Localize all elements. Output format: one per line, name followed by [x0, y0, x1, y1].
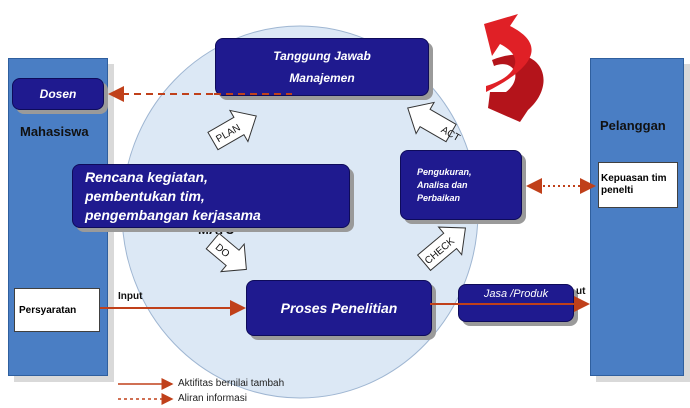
output-label: ut [576, 286, 586, 297]
dosen-box: Dosen [12, 78, 104, 110]
cycle-curve-icon [484, 14, 544, 122]
do-arrow: DO [205, 232, 247, 273]
tanggung-jawab-box: Tanggung Jawab Manajemen [215, 38, 429, 96]
act-label: ACT [439, 125, 462, 145]
tanggung-jawab-line-2: Manajemen [289, 71, 355, 85]
rencana-line-2: pembentukan tim, [85, 187, 205, 204]
left-pillar-title: Mahasiswa [20, 124, 89, 139]
input-label: Input [118, 291, 143, 302]
act-arrow: ACT [407, 101, 462, 145]
pengukuran-line-2: Analisa dan [417, 179, 468, 190]
legend-solid-text: Aktifitas bernilai tambah [178, 378, 285, 389]
rencana-line-3: pengembangan kerjasama [85, 206, 261, 223]
pengukuran-line-1: Pengukuran, [417, 166, 472, 177]
pengukuran-box: Pengukuran, Analisa dan Perbaikan [400, 150, 522, 220]
pengukuran-line-3: Perbaikan [417, 192, 461, 203]
right-pillar [590, 58, 684, 376]
rencana-box: Rencana kegiatan, pembentukan tim, penge… [72, 164, 350, 228]
plan-arrow: PLAN [207, 109, 257, 151]
rencana-line-1: Rencana kegiatan, [85, 168, 208, 185]
right-pillar-title: Pelanggan [600, 118, 666, 133]
check-arrow: CHECK [416, 226, 467, 272]
proses-box: Proses Penelitian [246, 280, 432, 336]
tanggung-jawab-line-1: Tanggung Jawab [273, 49, 371, 63]
kepuasan-box: Kepuasan tim penelti [598, 162, 678, 208]
persyaratan-box: Persyaratan [14, 288, 100, 332]
legend-dashed-text: Aliran informasi [178, 393, 247, 404]
